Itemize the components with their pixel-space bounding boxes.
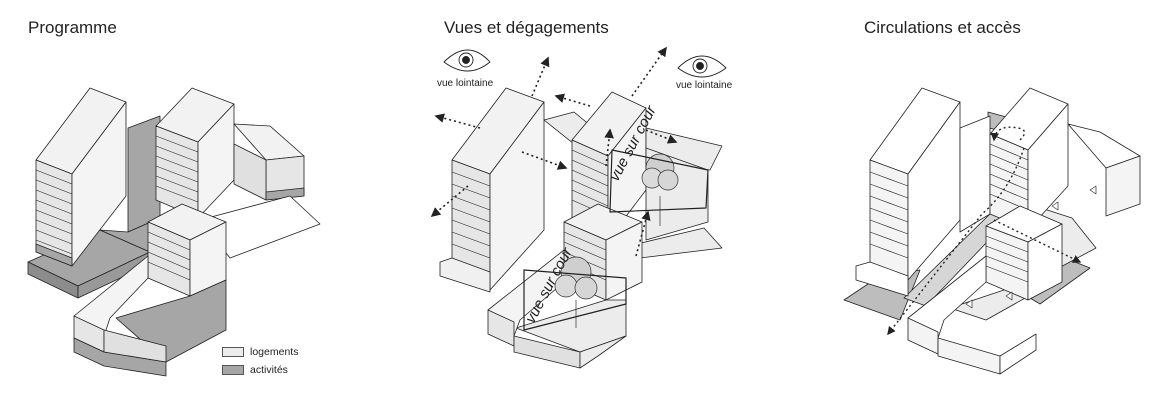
eye-icon bbox=[443, 49, 491, 72]
title-circulations: Circulations et accès bbox=[864, 18, 1021, 37]
panel-programme bbox=[27, 87, 321, 377]
legend-swatch-logements bbox=[222, 347, 244, 357]
title-programme: Programme bbox=[28, 18, 117, 37]
legend-swatch-activites bbox=[222, 365, 244, 375]
panel-circulations bbox=[843, 87, 1141, 375]
tree-icon bbox=[554, 256, 598, 328]
eye-icon bbox=[677, 55, 727, 78]
legend-item-logements: logements bbox=[222, 343, 298, 361]
legend-label-logements: logements bbox=[250, 346, 299, 358]
view-label-left: vue lointaine bbox=[437, 78, 494, 89]
view-label-right: vue lointaine bbox=[676, 80, 733, 91]
legend-item-activites: activités bbox=[222, 361, 298, 379]
legend: logements activités bbox=[222, 343, 298, 379]
panel-vues bbox=[430, 46, 727, 369]
title-vues: Vues et dégagements bbox=[444, 18, 609, 37]
legend-label-activites: activités bbox=[250, 364, 288, 376]
